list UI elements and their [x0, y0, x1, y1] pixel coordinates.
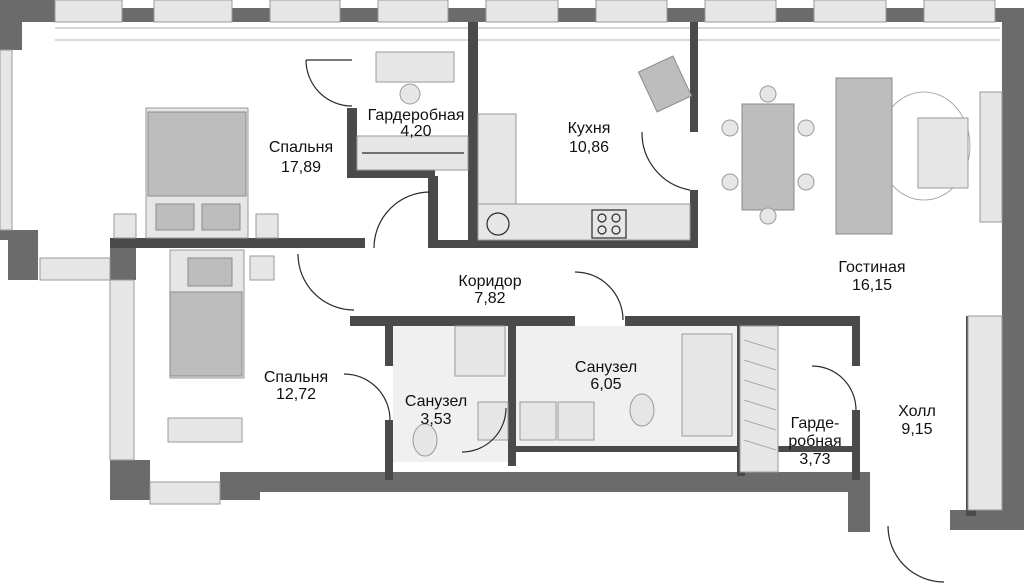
room-name-wardrobe-upper: Гардеробная — [368, 107, 465, 124]
room-area-bedroom-lower: 12,72 — [276, 386, 316, 403]
double-bed-upper — [113, 107, 279, 239]
armchair — [637, 55, 693, 113]
room-name-kitchen: Кухня — [568, 120, 611, 137]
room-name-wardrobe-lower-2: робная — [788, 433, 841, 450]
desk — [375, 51, 455, 105]
windows-left — [0, 49, 221, 505]
room-name-bedroom-lower: Спальня — [264, 369, 328, 386]
room-name-bathroom-large: Санузел — [575, 359, 637, 376]
room-name-corridor: Коридор — [458, 273, 521, 290]
closet-hatching — [743, 339, 777, 451]
room-area-wardrobe-lower: 3,73 — [799, 451, 830, 468]
room-area-living: 16,15 — [852, 277, 892, 294]
room-area-kitchen: 10,86 — [569, 139, 609, 156]
sofa — [835, 77, 1003, 235]
room-area-hall: 9,15 — [901, 421, 932, 438]
windows-top — [54, 0, 1000, 41]
room-name-bedroom-upper: Спальня — [269, 139, 333, 156]
doors — [297, 59, 945, 583]
room-area-wardrobe-upper: 4,20 — [400, 123, 431, 140]
kitchen-counter — [477, 113, 691, 241]
room-area-bedroom-upper: 17,89 — [281, 159, 321, 176]
double-bed-lower — [167, 249, 275, 443]
room-name-living: Гостиная — [838, 259, 905, 276]
room-labels: Спальня 17,89 Гардеробная 4,20 Кухня 10,… — [264, 107, 936, 468]
room-area-corridor: 7,82 — [474, 290, 505, 307]
dining-table — [721, 85, 815, 225]
room-name-wardrobe-lower-1: Гарде- — [791, 415, 840, 432]
room-name-bathroom-small: Санузел — [405, 393, 467, 410]
room-area-bathroom-small: 3,53 — [420, 411, 451, 428]
bathroom-fixtures — [412, 315, 1003, 511]
wardrobe-rack — [356, 135, 469, 171]
room-area-bathroom-large: 6,05 — [590, 376, 621, 393]
room-name-hall: Холл — [898, 403, 936, 420]
